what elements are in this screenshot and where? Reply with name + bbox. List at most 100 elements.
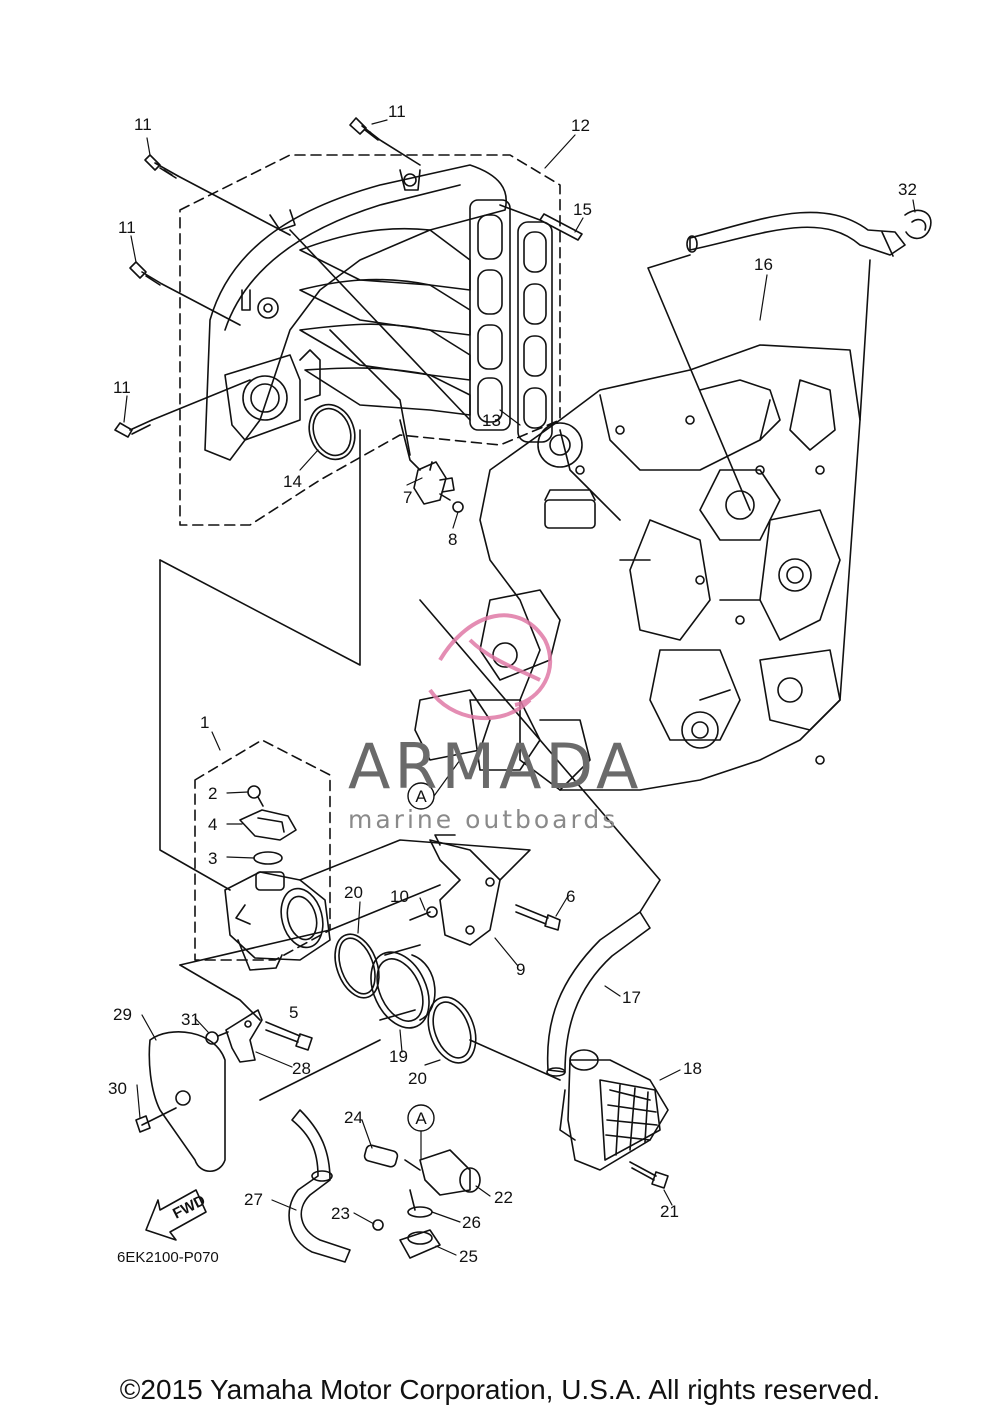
throttle-body — [224, 871, 331, 971]
label-leaders — [123, 119, 916, 1256]
callout-28: 28 — [292, 1059, 311, 1078]
link-line-f — [179, 839, 531, 966]
callout-32: 32 — [898, 180, 917, 199]
leader-25-chain — [404, 1159, 421, 1211]
callout-3: 3 — [208, 849, 217, 868]
hose-17 — [546, 911, 651, 1077]
exploded-parts-diagram: A A FWD ARMADA marine outboards 11 11 12… — [108, 102, 932, 1266]
svg-text:marine outboards: marine outboards — [348, 805, 618, 834]
callout-13: 13 — [482, 411, 501, 430]
callout-6: 6 — [566, 887, 575, 906]
callout-27: 27 — [244, 1190, 263, 1209]
leader-11b — [379, 139, 421, 166]
bracket-9 — [429, 834, 501, 946]
joint-19 — [370, 944, 436, 1029]
callout-20: 20 — [344, 883, 363, 902]
callout-29: 29 — [113, 1005, 132, 1024]
bolt-10 — [409, 906, 438, 921]
callout-18: 18 — [683, 1059, 702, 1078]
armada-watermark: ARMADA marine outboards — [348, 613, 642, 834]
bolt-21 — [629, 1161, 669, 1189]
hose-16-guides — [647, 254, 871, 511]
silencer-18 — [559, 1049, 669, 1171]
callout-26: 26 — [462, 1213, 481, 1232]
callout-10: 10 — [390, 887, 409, 906]
link-line-a — [329, 329, 411, 456]
callout-11: 11 — [134, 115, 152, 134]
callout-12: 12 — [571, 116, 590, 135]
o-ring-20a — [334, 933, 380, 999]
leader-7 — [399, 419, 421, 471]
callout-31: 31 — [181, 1010, 200, 1029]
manifold-group-boundary — [179, 154, 561, 526]
callout-21: 21 — [660, 1202, 679, 1221]
callout-17: 17 — [622, 988, 641, 1007]
watermark-logo-mark — [428, 613, 553, 721]
callout-15: 15 — [573, 200, 592, 219]
bolt-30 — [135, 1107, 177, 1133]
link-line-d — [159, 429, 361, 666]
leader-15 — [499, 204, 541, 221]
callout-7: 7 — [403, 488, 412, 507]
callout-5: 5 — [289, 1003, 298, 1022]
copyright-notice: ©2015 Yamaha Motor Corporation, U.S.A. A… — [119, 1374, 881, 1405]
callout-20: 20 — [408, 1069, 427, 1088]
svg-text:A: A — [415, 1109, 427, 1128]
callout-23: 23 — [331, 1204, 350, 1223]
link-line-b — [289, 229, 471, 421]
cover-29 — [148, 1031, 226, 1173]
hose-16 — [686, 211, 906, 257]
o-ring-26 — [407, 1206, 433, 1218]
callout-25: 25 — [459, 1247, 478, 1266]
link-line-i — [419, 599, 661, 913]
leader-11a — [177, 175, 291, 236]
callout-16: 16 — [754, 255, 773, 274]
ref-marker-a-lower: A — [407, 1104, 435, 1160]
callout-1: 1 — [200, 713, 209, 732]
callout-9: 9 — [516, 960, 525, 979]
screw-2 — [247, 785, 264, 807]
leader-11c — [161, 283, 241, 326]
callout-4: 4 — [208, 815, 217, 834]
sensor-4 — [239, 809, 297, 841]
manifold-gasket — [517, 221, 553, 443]
pin-15 — [539, 213, 583, 241]
callout-14: 14 — [283, 472, 302, 491]
bolt-5 — [265, 1021, 313, 1051]
bolt-31 — [205, 1031, 229, 1045]
ref-marker-a-upper: A — [407, 759, 461, 810]
bolt-11-set — [114, 117, 381, 438]
callout-2: 2 — [208, 784, 217, 803]
o-ring-20b — [427, 996, 477, 1064]
o-ring-14 — [308, 403, 356, 461]
screw-8 — [439, 493, 464, 513]
callout-30: 30 — [108, 1079, 127, 1098]
fitting-24 — [363, 1144, 399, 1168]
leader-11d — [151, 379, 251, 421]
o-ring-3 — [253, 851, 283, 865]
part-callouts: 11 11 12 11 15 32 16 11 13 14 7 8 1 2 4 … — [108, 102, 917, 1266]
diagram-code: 6EK2100-P070 — [117, 1249, 219, 1266]
callout-11: 11 — [113, 378, 131, 397]
fwd-arrow — [145, 1189, 207, 1241]
intake-manifold — [204, 164, 511, 461]
callout-11: 11 — [388, 102, 406, 121]
link-line-g — [469, 1039, 561, 1081]
callout-19: 19 — [389, 1047, 408, 1066]
callout-8: 8 — [448, 530, 457, 549]
fitting-25 — [399, 1229, 441, 1259]
screw-23 — [372, 1219, 384, 1231]
hose-27 — [288, 1109, 351, 1263]
bracket-28 — [225, 1009, 263, 1063]
fwd-label: FWD — [170, 1192, 208, 1223]
svg-text:A: A — [415, 787, 427, 806]
engine-block — [414, 344, 861, 791]
callout-24: 24 — [344, 1108, 363, 1127]
link-line-c — [159, 559, 231, 891]
svg-text:ARMADA: ARMADA — [348, 730, 642, 803]
valve-22 — [419, 1149, 481, 1196]
bolt-6 — [515, 904, 561, 931]
link-line-h — [259, 1039, 381, 1101]
callout-11: 11 — [118, 218, 136, 237]
callout-22: 22 — [494, 1188, 513, 1207]
